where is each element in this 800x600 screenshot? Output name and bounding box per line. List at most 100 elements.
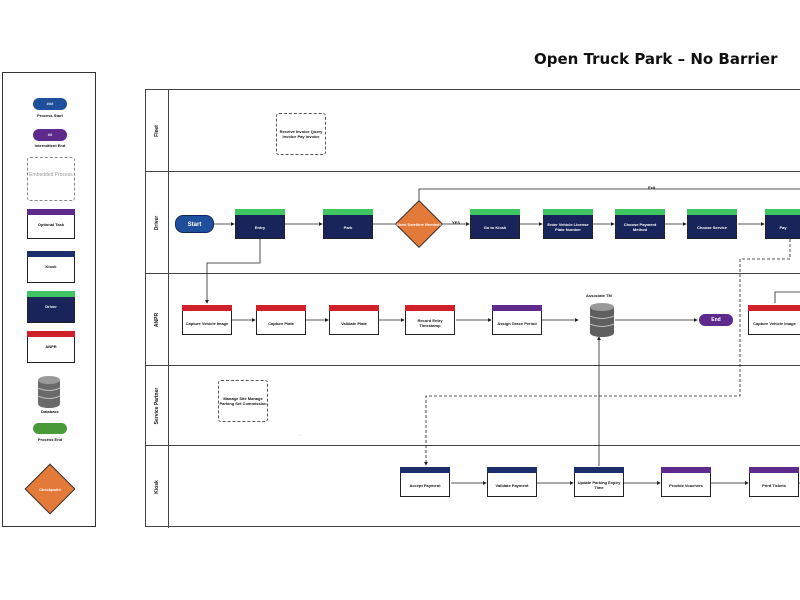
task-accept-payment: Accept Payment (400, 467, 450, 497)
lane-header: Service Partner (146, 366, 169, 445)
legend-optional-task-bar (27, 209, 75, 215)
task-pay-bar (765, 209, 800, 215)
database-icon (589, 303, 615, 337)
task-park: Park (323, 209, 373, 239)
task-print-tickets: Print Tickets (749, 467, 799, 497)
decision-yes-label: YES (452, 220, 461, 225)
task-capture-vehicle-image-2-label: Capture Vehicle Image (753, 320, 796, 326)
legend-anpr: ANPR (27, 331, 75, 363)
task-record-entry: Record Entry Timestamp (405, 305, 455, 335)
task-provide-vouchers: Provide Vouchers (661, 467, 711, 497)
task-update-parking-expiry: Update Parking Expiry Time (574, 467, 624, 497)
task-provide-vouchers-bar (661, 467, 711, 473)
legend-checkpoint: Checkpoint (24, 463, 76, 515)
legend-anpr-label: ANPR (45, 344, 57, 349)
legend-embedded-process: Embedded Process (27, 157, 75, 201)
start-pill: Start (175, 215, 214, 233)
task-enter-plate: Enter Vehicle License Plate Number (543, 209, 593, 239)
legend-kiosk-bar (27, 251, 75, 257)
task-choose-payment: Choose Payment Method (615, 209, 665, 239)
task-go-to-kiosk: Go to Kiosk (470, 209, 520, 239)
legend-kiosk: Kiosk (27, 251, 75, 283)
page-title: Open Truck Park – No Barrier (534, 50, 778, 68)
task-validate-payment: Validate Payment (487, 467, 537, 497)
legend-driver: Driver (27, 291, 75, 323)
task-capture-plate-label: Capture Plate (268, 320, 294, 326)
service-partner-note: Manage Site Manage Parking Set Commissio… (218, 380, 268, 422)
task-entry-label: Entry (254, 224, 266, 230)
task-capture-vehicle-image-2: Capture Vehicle Image (748, 305, 800, 335)
legend-database-label: Database (41, 409, 59, 414)
task-accept-payment-bar (400, 467, 450, 473)
legend-process-start-shape: ### (33, 98, 67, 110)
task-print-tickets-bar (749, 467, 799, 473)
lane-anpr: ANPR (146, 274, 800, 366)
task-print-tickets-label: Print Tickets (762, 482, 786, 488)
task-capture-plate: Capture Plate (256, 305, 306, 335)
lane-driver: Driver (146, 172, 800, 274)
task-capture-plate-bar (256, 305, 306, 311)
task-park-label: Park (343, 224, 353, 230)
fleet-invoice-note: Receive Invoice Query Invoice Pay Invoic… (276, 113, 326, 155)
legend-process-start-label: Process Start (37, 113, 63, 118)
task-record-entry-bar (405, 305, 455, 311)
lane-header: Driver (146, 172, 169, 273)
legend-driver-bar (27, 291, 75, 297)
arrow-decision-loop (418, 188, 800, 201)
task-validate-plate-label: Validate Plate (341, 320, 367, 326)
task-choose-service: Choose Service (687, 209, 737, 239)
task-capture-vehicle-image: Capture Vehicle Image (182, 305, 232, 335)
task-accept-payment-label: Accept Payment (409, 482, 441, 488)
loop-label: Exit (648, 185, 656, 190)
legend-driver-label: Driver (45, 304, 57, 309)
task-assign-grace-period-bar (492, 305, 542, 311)
lane-service-partner: Service Partner (146, 366, 800, 446)
database-label: Associate TM (586, 293, 612, 298)
task-go-to-kiosk-label: Go to Kiosk (483, 224, 507, 230)
lane-kiosk: Kiosk (146, 446, 800, 528)
lane-header: Fleet (146, 90, 169, 171)
task-choose-service-bar (687, 209, 737, 215)
legend-anpr-bar (27, 331, 75, 337)
legend-panel: ### Process Start ## Intermittent End Em… (2, 72, 96, 527)
task-choose-service-label: Choose Service (696, 224, 727, 230)
end-pill: End (699, 314, 733, 326)
arrow-anpr-right (774, 291, 800, 303)
lane-header: Kiosk (146, 446, 169, 528)
task-validate-payment-bar (487, 467, 537, 473)
task-pay-label: Pay (779, 224, 787, 230)
decision-short-dwelline: Short Dwelline Needed? (394, 199, 444, 249)
task-update-parking-expiry-bar (574, 467, 624, 473)
task-capture-vehicle-image-bar (182, 305, 232, 311)
legend-process-end-shape (33, 423, 67, 434)
task-entry-bar (235, 209, 285, 215)
task-assign-grace-period: Assign Grace Period (492, 305, 542, 335)
arrow-pay-accept (424, 239, 791, 466)
swimlane-pool: Fleet Driver ANPR Service Partner Kiosk (145, 89, 800, 528)
task-validate-plate: Validate Plate (329, 305, 379, 335)
task-enter-plate-label: Enter Vehicle License Plate Number (547, 222, 589, 232)
task-choose-payment-label: Choose Payment Method (623, 222, 657, 232)
task-entry: Entry (235, 209, 285, 239)
legend-checkpoint-label: Checkpoint (39, 486, 61, 492)
task-update-parking-expiry-label: Update Parking Expiry Time (577, 480, 621, 490)
lane-fleet: Fleet (146, 90, 800, 172)
task-capture-vehicle-image-2-bar (748, 305, 800, 311)
task-provide-vouchers-label: Provide Vouchers (669, 482, 703, 488)
task-record-entry-label: Record Entry Timestamp (417, 318, 443, 328)
legend-optional-task: Optional Task (27, 209, 75, 239)
task-capture-vehicle-image-label: Capture Vehicle Image (185, 320, 229, 326)
task-assign-grace-period-label: Assign Grace Period (497, 320, 537, 326)
task-pay: Pay (765, 209, 800, 239)
legend-process-end-label: Process End (37, 437, 63, 442)
service-partner-small-text: ... (298, 432, 302, 437)
legend-intermittent-end-label: Intermittent End (34, 143, 66, 148)
legend-database-icon (37, 376, 61, 408)
task-validate-payment-label: Validate Payment (495, 482, 529, 488)
legend-optional-task-label: Optional Task (37, 222, 65, 227)
task-choose-payment-bar (615, 209, 665, 215)
lane-header: ANPR (146, 274, 169, 365)
task-park-bar (323, 209, 373, 215)
legend-intermittent-end-shape: ## (33, 129, 67, 141)
